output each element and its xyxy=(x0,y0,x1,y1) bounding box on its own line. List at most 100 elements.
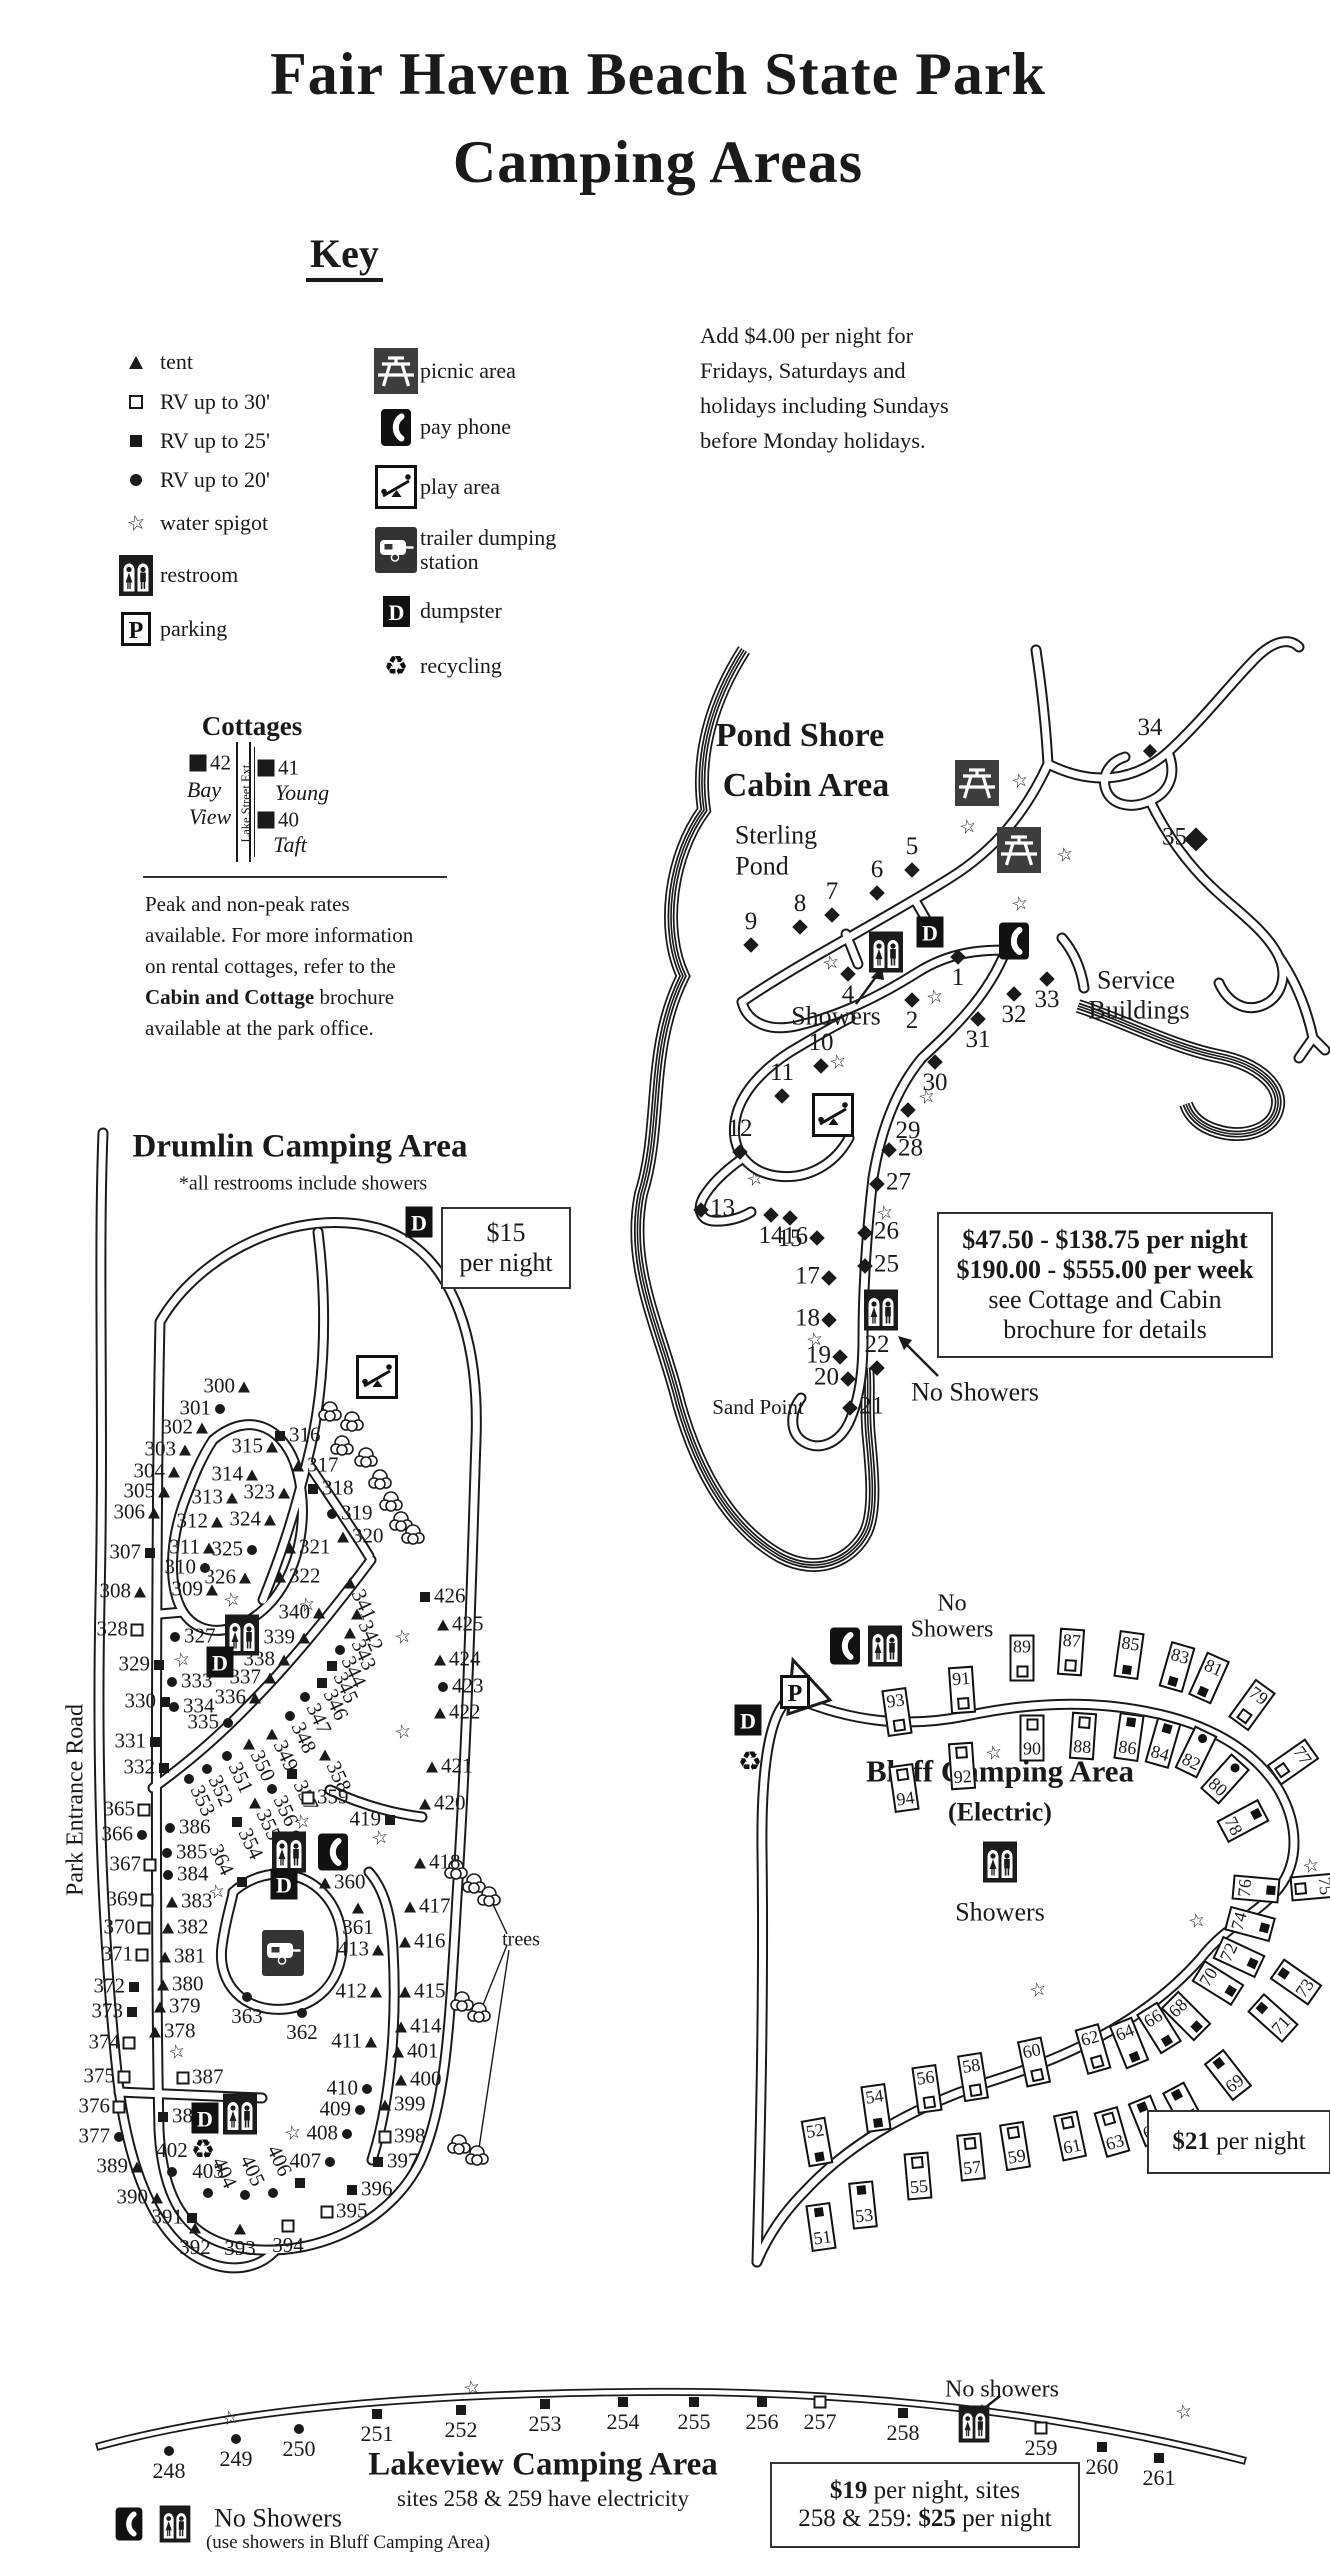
play-icon xyxy=(812,1093,854,1137)
tent-marker xyxy=(148,1507,160,1519)
site-327-label: 327 xyxy=(184,1623,216,1648)
water-spigot-icon: ☆ xyxy=(282,2120,304,2146)
site-389-label: 389 xyxy=(96,2153,129,2178)
rv20-icon xyxy=(112,473,160,486)
site-400-label: 400 xyxy=(410,2066,442,2091)
site-19-label: 19 xyxy=(806,1341,831,1369)
rv25-marker xyxy=(420,1592,430,1602)
map-label-buildings: Buildings xyxy=(1088,995,1190,1025)
site-403-label: 403 xyxy=(192,2159,224,2183)
tent-marker xyxy=(365,2036,377,2048)
site-18-label: 18 xyxy=(795,1304,820,1332)
key-item-rv-up-to-30-: RV up to 30' xyxy=(112,382,270,421)
rv30-marker xyxy=(143,1858,157,1872)
rv30-marker xyxy=(910,2156,924,2170)
rv25-marker xyxy=(317,1678,327,1688)
site-33-label: 33 xyxy=(1034,986,1060,1013)
rv20-marker xyxy=(203,2188,213,2198)
water-spigot-icon: ☆ xyxy=(1009,768,1031,794)
rv25-marker xyxy=(129,1982,139,1992)
tent-marker xyxy=(264,1672,276,1684)
rv25-marker xyxy=(150,1737,160,1747)
water-spigot-icon: ☆ xyxy=(804,1327,826,1353)
map-label-pond-shore: Pond Shore xyxy=(715,717,885,755)
tent-marker xyxy=(351,1608,363,1620)
site-25-label: 25 xyxy=(874,1250,899,1278)
site-399-label: 399 xyxy=(394,2091,426,2116)
key-item-label: picnic area xyxy=(420,358,516,383)
cottage-42-name2: View xyxy=(188,804,232,829)
restroom-icon xyxy=(958,2405,990,2443)
pond-shore-roads xyxy=(694,636,1330,1452)
key-item-pay-phone: pay phone xyxy=(372,398,600,456)
rv25-marker xyxy=(1190,2020,1203,2033)
cabin-marker xyxy=(900,1102,916,1118)
site-366-label: 366 xyxy=(101,1821,134,1846)
rv20-marker xyxy=(1228,1761,1242,1775)
map-label--use-showers-in-bluff-camping-area-: (use showers in Bluff Camping Area) xyxy=(205,2532,491,2554)
rv25-marker xyxy=(1126,1717,1137,1728)
rv20-marker xyxy=(325,2157,335,2167)
site-424-label: 424 xyxy=(449,1646,481,1671)
tent-marker xyxy=(249,1797,261,1809)
cabin-marker xyxy=(869,885,885,901)
site-418-label: 418 xyxy=(429,1849,461,1874)
site-74-label: 74 xyxy=(1226,1909,1251,1933)
rv30-marker xyxy=(968,2083,982,2098)
tent-marker xyxy=(437,1619,449,1631)
recycle-icon: ♻ xyxy=(190,2134,216,2166)
site-32-label: 32 xyxy=(1001,1001,1027,1028)
rv25-marker xyxy=(1266,1885,1276,1896)
map-label-showers: Showers xyxy=(910,1616,994,1643)
site-373-label: 373 xyxy=(91,1998,124,2023)
surcharge-note-line: holidays including Sundays xyxy=(700,393,949,418)
rv30-marker xyxy=(954,1746,968,1759)
rv30-marker xyxy=(130,1623,144,1637)
site-82-box: 82 xyxy=(1174,1725,1218,1779)
map-label-park-entrance-road: Park Entrance Road xyxy=(62,1704,89,1896)
site-384-label: 384 xyxy=(177,1861,209,1886)
tent-marker xyxy=(166,1896,178,1908)
tent-marker xyxy=(399,1936,411,1948)
site-30-label: 30 xyxy=(922,1069,948,1096)
map-label-showers: Showers xyxy=(955,1897,1045,1927)
water-spigot-icon: ☆ xyxy=(219,2405,241,2431)
rv30-marker xyxy=(1273,1761,1291,1779)
picnic-icon xyxy=(372,348,420,394)
rv25-marker xyxy=(308,1484,318,1494)
rv30-marker xyxy=(122,2036,136,2050)
site-73-box: 73 xyxy=(1269,1958,1323,2006)
rv30-marker xyxy=(112,2100,126,2114)
site-383-label: 383 xyxy=(181,1888,213,1913)
water-spigot-icon: ☆ xyxy=(461,2375,483,2401)
map-label-cabin-area: Cabin Area xyxy=(722,767,890,805)
rv25-marker xyxy=(1167,1675,1179,1687)
water-spigot-icon: ☆ xyxy=(1173,2399,1195,2425)
trailer-icon xyxy=(372,527,420,573)
site-331-label: 331 xyxy=(114,1728,147,1753)
site-325-label: 325 xyxy=(211,1536,244,1561)
cabin-marker xyxy=(857,1225,873,1241)
rv25-marker xyxy=(1121,1664,1132,1675)
tent-marker xyxy=(392,2046,404,2058)
cabin-marker xyxy=(840,966,856,982)
parking-icon: P xyxy=(112,612,160,646)
rv30-marker xyxy=(301,1791,315,1805)
cabin-marker xyxy=(1184,827,1208,851)
rv25-marker xyxy=(275,1431,285,1441)
site-387-label: 387 xyxy=(192,2064,224,2089)
price-text: per night xyxy=(459,1248,553,1277)
rv25-marker xyxy=(237,1877,247,1887)
dumpster-icon: D xyxy=(206,1646,234,1678)
site-380-label: 380 xyxy=(172,1971,204,1996)
cottage-40-name: Taft xyxy=(273,832,307,857)
site-321-label: 321 xyxy=(299,1534,331,1559)
cabin-marker xyxy=(842,1400,858,1416)
site-91-label: 91 xyxy=(951,1667,971,1690)
site-66-label: 66 xyxy=(1139,2004,1166,2032)
tree-icon xyxy=(462,1873,486,1894)
rv30-marker xyxy=(895,1767,909,1782)
cabin-marker xyxy=(881,1142,897,1158)
